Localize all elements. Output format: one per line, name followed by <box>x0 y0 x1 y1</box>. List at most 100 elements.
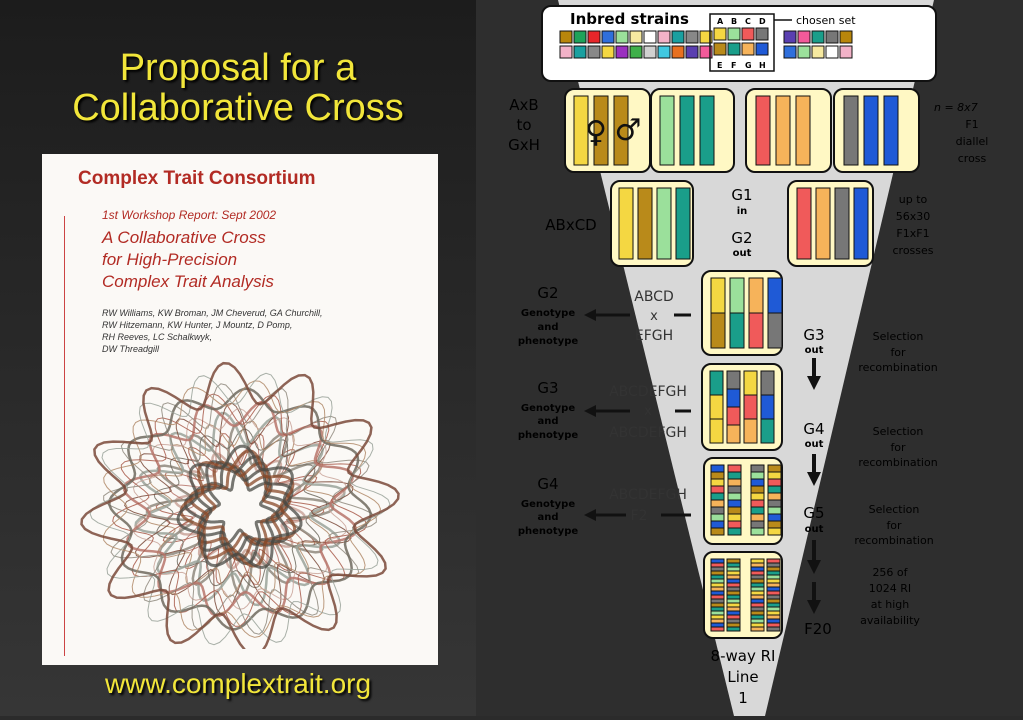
g4-out-label: out <box>805 439 824 450</box>
g2-cross-x: x <box>650 309 658 324</box>
g4-bar-segment <box>710 485 725 494</box>
axb-label-3: GxH <box>508 136 540 154</box>
final-note-1: 256 of <box>872 566 908 579</box>
strain-swatch <box>629 30 643 44</box>
f1-bar-ab <box>613 95 629 166</box>
strain-swatch <box>783 30 797 44</box>
ri-bar-segment <box>750 574 765 580</box>
g4-bar-segment <box>767 513 782 522</box>
diagram-panel: Inbred strains A B C D E F G H chosen se… <box>476 0 1023 716</box>
cover-art-ring <box>145 422 335 596</box>
ri-bar-segment <box>726 598 741 604</box>
g3-bar <box>726 370 741 390</box>
ri-bar-segment <box>766 614 781 620</box>
f1-bar-gh <box>883 95 899 166</box>
ri-bar-segment <box>710 562 725 568</box>
diallel-note-2: F1 <box>965 118 978 131</box>
g1-bar-efgh <box>815 187 831 260</box>
website-url[interactable]: www.complextrait.org <box>104 668 372 699</box>
g4-bar-segment <box>727 527 742 536</box>
cover-art-ring <box>132 408 348 610</box>
ri-bar-segment <box>750 618 765 624</box>
ri-bar-segment <box>766 622 781 628</box>
g3-cross-bottom: ABCDEFGH <box>609 425 687 441</box>
sel2-line3: recombination <box>858 456 937 469</box>
strain-swatch <box>573 45 587 59</box>
ri-bar-segment <box>766 594 781 600</box>
g4-genotype-gen: G4 <box>537 475 558 493</box>
g5-arrow-head <box>807 560 821 574</box>
strain-swatch <box>839 30 853 44</box>
strain-swatch <box>825 45 839 59</box>
g2-label: G2 <box>731 229 752 247</box>
g4-bar-segment <box>727 499 742 508</box>
strain-swatch <box>671 45 685 59</box>
g4-bar-segment <box>767 527 782 536</box>
g2-genotype-1: Genotype <box>521 308 575 319</box>
chosen-swatch <box>741 42 755 56</box>
g4-arrow-head <box>807 472 821 486</box>
ri-bar-segment <box>750 598 765 604</box>
g4-bar-segment <box>767 499 782 508</box>
g4-chromosome-bars <box>710 464 782 536</box>
strain-grid <box>559 27 853 59</box>
upto-note-2: 56x30 <box>896 210 931 223</box>
sel1-line3: recombination <box>858 361 937 374</box>
inbred-title: Inbred strains <box>570 10 689 28</box>
ri-bar-segment <box>766 618 781 624</box>
g4-cross-bottom: F2 <box>631 508 648 524</box>
g2-arrow-head <box>584 309 596 321</box>
g1-bar-abcd <box>656 187 672 260</box>
ri-bar-segment <box>726 626 741 632</box>
ri-bar-segment <box>766 590 781 596</box>
ri-bar-segment <box>750 590 765 596</box>
ri-chromosome-bars <box>710 558 781 632</box>
g4-bar-segment <box>750 471 765 480</box>
ri-bar-segment <box>750 594 765 600</box>
g4-bar-segment <box>767 464 782 473</box>
ri-bar-segment <box>726 574 741 580</box>
g4-bar-segment <box>710 464 725 473</box>
g4-bar-segment <box>710 492 725 501</box>
g4-bar-segment <box>710 499 725 508</box>
g3-genotype-1: Genotype <box>521 403 575 414</box>
strain-swatch <box>671 30 685 44</box>
strain-swatch <box>657 30 671 44</box>
g2-bar <box>729 277 745 314</box>
cover-art-ring <box>108 387 372 631</box>
ri-bar-segment <box>750 578 765 584</box>
ri-bar-segment <box>766 582 781 588</box>
g1-bar-abcd <box>637 187 653 260</box>
g4-bar-segment <box>727 464 742 473</box>
g3-bar <box>760 370 775 396</box>
g3-out-label: out <box>805 345 824 356</box>
g3-genotype-gen: G3 <box>537 379 558 397</box>
f1-bar-cd <box>699 95 715 166</box>
ri-line-label-2: Line <box>727 668 758 686</box>
g4-bar-segment <box>727 471 742 480</box>
g3-bar <box>726 388 741 408</box>
g4-bar-segment <box>750 499 765 508</box>
strain-swatch <box>573 30 587 44</box>
ri-bar-segment <box>766 610 781 616</box>
ri-bar-segment <box>726 602 741 608</box>
g4-bar-segment <box>750 485 765 494</box>
ri-bar-segment <box>710 626 725 632</box>
ri-bar-segment <box>750 610 765 616</box>
ri-bar-segment <box>710 622 725 628</box>
g4-out-gen: G4 <box>803 420 824 438</box>
g3-cross-top: ABCDEFGH <box>609 384 687 400</box>
g2-cross-top: ABCD <box>634 289 674 305</box>
strain-swatch <box>685 45 699 59</box>
g1-bar-efgh <box>834 187 850 260</box>
g3-bar <box>760 394 775 420</box>
chosen-set-outline <box>709 13 775 72</box>
cover-authors: RW Williams, KW Broman, JM Cheverud, GA … <box>102 308 323 354</box>
sel3-line3: recombination <box>854 534 933 547</box>
g4-bar-segment <box>710 520 725 529</box>
strain-swatch <box>839 45 853 59</box>
f20-arrow-head <box>807 600 821 614</box>
sel2-line2: for <box>890 441 906 454</box>
strain-swatch <box>587 45 601 59</box>
cover-art-ring <box>134 411 346 607</box>
